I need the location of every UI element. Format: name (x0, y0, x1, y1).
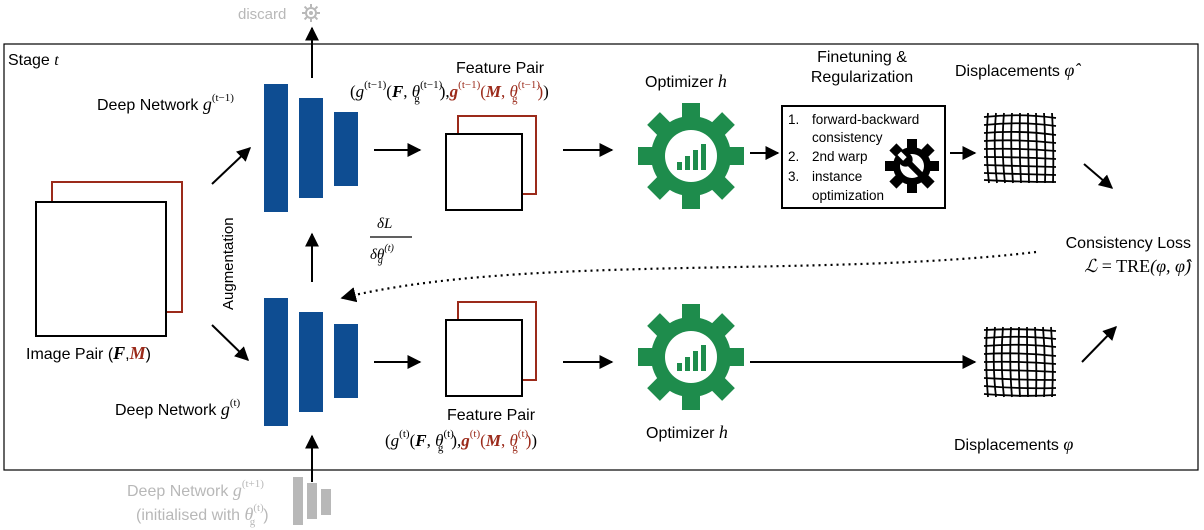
top-network-layer-3 (334, 112, 358, 186)
finetune-item-3-line2: optimization (812, 188, 884, 203)
finetune-title-2: Regularization (811, 69, 913, 86)
gear-icon (302, 4, 320, 22)
dotted-backprop-arrow (340, 250, 1037, 303)
discard-label: discard (238, 6, 286, 23)
top-network-layer-1 (264, 84, 288, 212)
finetune-item-2-num: 2. (788, 149, 799, 164)
finetune-item-3-num: 3. (788, 169, 799, 184)
bottom-displacements-label: Displacements φ (954, 434, 1073, 454)
arrow-aug-down (211, 324, 250, 361)
wrench-gear-icon (885, 139, 939, 193)
top-feature-title: Feature Pair (456, 60, 545, 77)
bottom-feature-title: Feature Pair (447, 407, 536, 424)
next-network-label: Deep Network g(t+1) (127, 478, 264, 500)
next-network-layer-2 (307, 483, 317, 519)
finetune-item-1-line2: consistency (812, 130, 883, 145)
gradient-denominator: δθ(t)g (370, 243, 394, 266)
bottom-network-layer-2 (299, 312, 323, 412)
augmentation-label: Augmentation (220, 217, 237, 310)
loss-title: Consistency Loss (1066, 235, 1191, 252)
next-network-layer-1 (293, 477, 303, 525)
finetune-item-3-line1: instance (812, 169, 862, 184)
loss-formula: ℒ = TRE(φ, φ̂) (1084, 256, 1192, 277)
top-optimizer-label: Optimizer h (645, 71, 727, 91)
bottom-deep-network (264, 298, 358, 426)
finetune-item-2-line1: 2nd warp (812, 149, 868, 164)
next-network-layer-3 (321, 489, 331, 515)
finetune-item-1-num: 1. (788, 112, 799, 127)
stage-frame (3, 43, 1199, 471)
top-optimizer-gear-icon (638, 103, 744, 209)
bottom-network-layer-3 (334, 324, 358, 398)
bottom-displacement-grid (983, 326, 1057, 398)
gradient-numerator: δL (377, 216, 392, 232)
gradient-fraction: δL δθ(t)g (370, 216, 412, 266)
top-network-layer-2 (299, 98, 323, 198)
arrow-aug-up (211, 147, 252, 185)
finetune-list: 1. forward-backward consistency 2. 2nd w… (788, 112, 919, 203)
top-feature-fixed (445, 133, 523, 211)
bottom-feature-formula: (g(t)(F, θ(t)g),g(t)(M, θ(t)g)) (385, 428, 537, 454)
finetune-title-1: Finetuning & (817, 49, 907, 66)
top-deep-network (264, 84, 358, 212)
arrow-top-disp-to-loss (1083, 163, 1114, 189)
arrow-bottom-disp-to-loss (1081, 325, 1117, 363)
finetune-item-1-line1: forward-backward (812, 112, 919, 127)
next-network-init: (initialised with θ(t)g) (136, 502, 269, 528)
fixed-image-frame (35, 201, 167, 337)
bottom-network-label: Deep Network g(t) (115, 397, 241, 419)
top-feature-formula: (g(t−1)(F, θ(t−1)g),g(t−1)(M, θ(t−1)g)) (350, 79, 549, 105)
bottom-network-layer-1 (264, 298, 288, 426)
stage-label: Stage t (8, 52, 59, 69)
next-deep-network (293, 477, 331, 525)
top-displacement-grid (983, 112, 1057, 184)
bottom-optimizer-label: Optimizer h (646, 422, 728, 442)
top-displacements-label: Displacements φ̂ (955, 60, 1081, 80)
bottom-optimizer-gear-icon (638, 304, 744, 410)
image-pair-label: Image Pair (F,M) (26, 343, 151, 363)
bottom-feature-fixed (445, 319, 523, 397)
top-network-label: Deep Network g(t−1) (97, 92, 234, 114)
